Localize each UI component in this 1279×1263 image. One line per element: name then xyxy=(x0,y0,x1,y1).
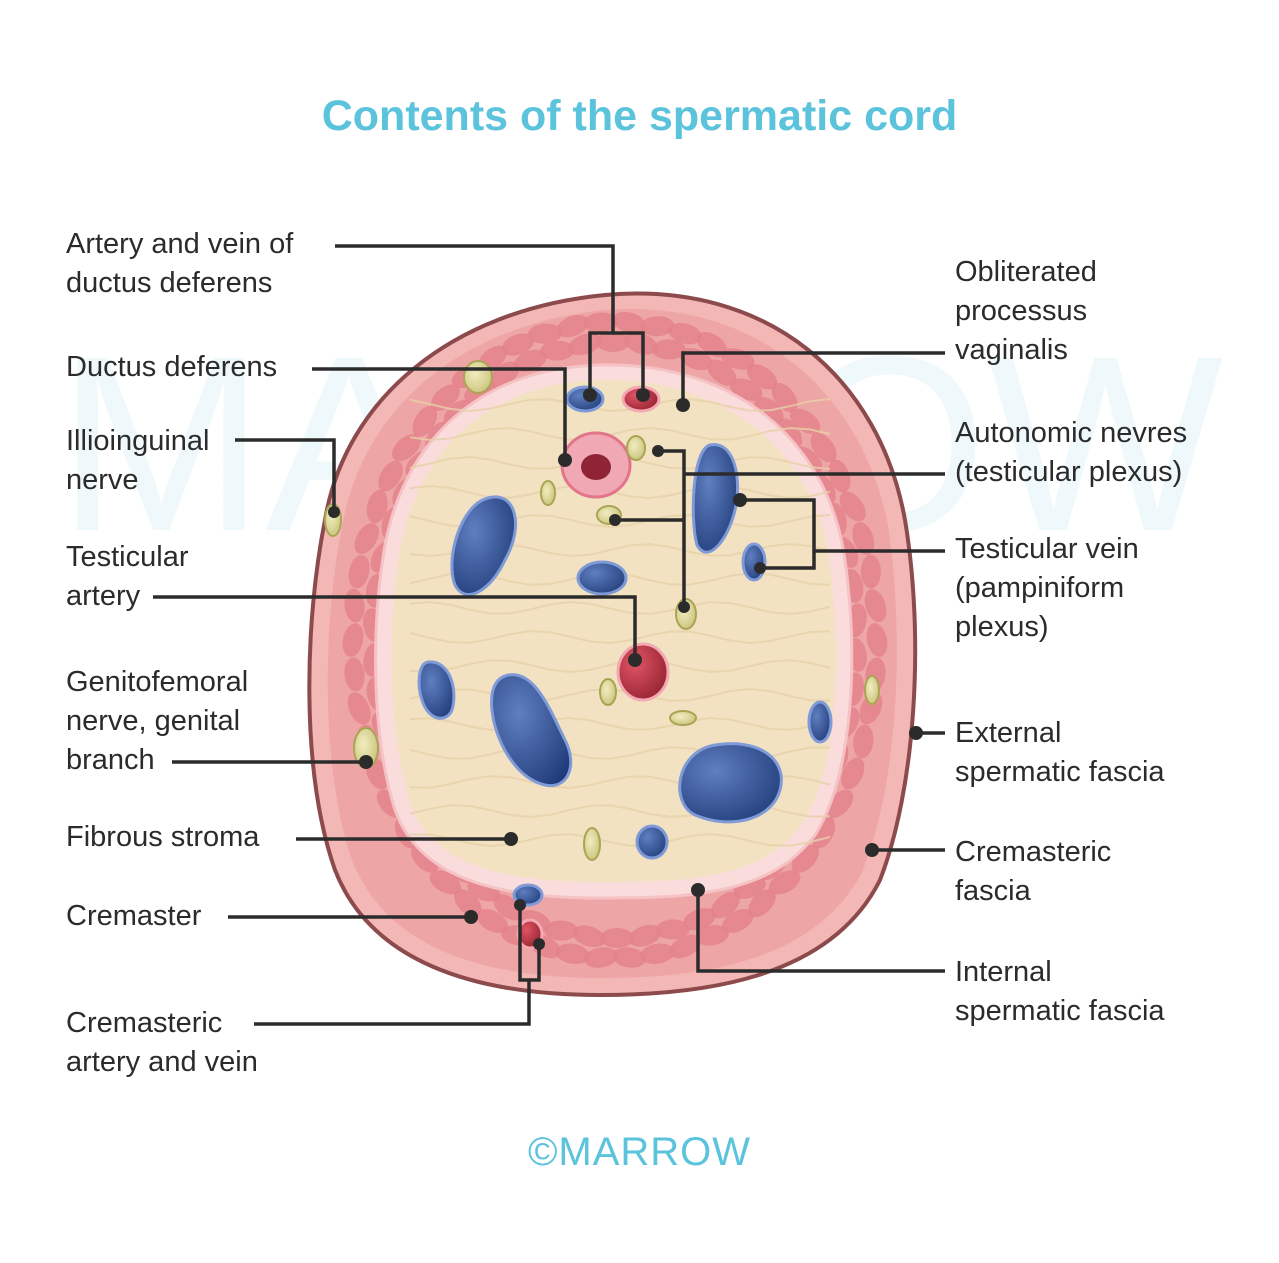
autonomic-nerve xyxy=(669,710,697,726)
label-testicular-vein: Testicular vein (pampiniform plexus) xyxy=(955,533,1139,643)
label-fibrous-stroma: Fibrous stroma xyxy=(66,821,260,853)
testicular-vein xyxy=(450,495,518,596)
autonomic-nerve xyxy=(626,435,646,461)
label-cremasteric-artery-vein: Cremasteric artery and vein xyxy=(66,1007,258,1078)
testicular-vein xyxy=(691,443,739,554)
testicular-artery xyxy=(616,642,670,702)
testicular-vein xyxy=(417,660,456,720)
label-ductus-deferens: Ductus deferens xyxy=(66,351,278,383)
autonomic-nerve xyxy=(583,827,601,861)
label-genitofemoral-nerve: Genitofemoral nerve, genital branch xyxy=(66,666,249,776)
label-illioinguinal-nerve: Illioinguinal nerve xyxy=(66,425,210,496)
diagram-title: Contents of the spermatic cord xyxy=(321,92,958,140)
autonomic-nerve xyxy=(540,480,556,506)
label-internal-fascia: Internal spermatic fascia xyxy=(955,956,1165,1027)
leader-lines xyxy=(153,244,945,1026)
testicular-vein xyxy=(678,742,783,824)
nerve xyxy=(463,360,493,394)
label-artery-vein-ductus: Artery and vein of ductus deferens xyxy=(66,228,294,299)
testicular-vein xyxy=(576,560,628,596)
label-autonomic-nerves: Autonomic nevres (testicular plexus) xyxy=(955,417,1188,488)
autonomic-nerve xyxy=(599,678,617,706)
label-external-fascia: External spermatic fascia xyxy=(955,717,1165,788)
testicular-vein xyxy=(635,824,669,860)
testicular-vein xyxy=(741,542,767,582)
testicular-vein xyxy=(807,700,833,744)
label-cremasteric-fascia: Cremasteric fascia xyxy=(955,836,1112,907)
testicular-vein xyxy=(490,673,573,788)
leader-dots xyxy=(328,388,923,950)
ductus-deferens-lumen xyxy=(581,454,611,480)
nerve xyxy=(864,675,880,705)
copyright-logo: ©MARROW xyxy=(527,1130,752,1174)
label-cremaster: Cremaster xyxy=(66,900,202,932)
label-testicular-artery: Testicular artery xyxy=(66,541,189,612)
label-obliterated-processus: Obliterated processus vaginalis xyxy=(955,256,1097,366)
